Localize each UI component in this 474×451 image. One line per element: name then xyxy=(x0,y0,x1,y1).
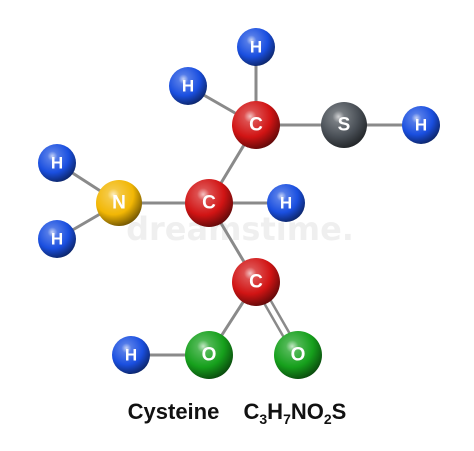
carbon-sphere xyxy=(232,258,280,306)
oxygen-sphere xyxy=(185,331,233,379)
hydrogen-sphere xyxy=(38,144,76,182)
atom-label: H xyxy=(51,230,63,249)
atom-label: H xyxy=(415,116,427,135)
formula-element: C xyxy=(243,399,260,424)
atom-h-top: H xyxy=(237,28,275,66)
formula-subscript: 3 xyxy=(259,411,268,427)
atom-label: C xyxy=(249,272,263,293)
atom-h-n-bottom: H xyxy=(38,220,76,258)
atom-label: S xyxy=(338,115,351,136)
atom-h-left-top: H xyxy=(169,67,207,105)
formula-element: H xyxy=(267,399,284,424)
sulfur-sphere xyxy=(321,102,367,148)
molecule-name: Cysteine xyxy=(127,399,220,424)
carbon-sphere xyxy=(232,101,280,149)
atom-s: S xyxy=(321,102,367,148)
atom-label: H xyxy=(125,346,137,365)
atom-h-center: H xyxy=(267,184,305,222)
hydrogen-sphere xyxy=(237,28,275,66)
atom-label: H xyxy=(280,194,292,213)
formula-element: O xyxy=(306,399,324,424)
nitrogen-sphere xyxy=(96,180,142,226)
oxygen-sphere xyxy=(274,331,322,379)
atom-c-bottom: C xyxy=(232,258,280,306)
atom-c-top: C xyxy=(232,101,280,149)
hydrogen-sphere xyxy=(112,336,150,374)
atom-label: O xyxy=(202,345,217,366)
atom-label: H xyxy=(51,154,63,173)
atom-label: H xyxy=(182,77,194,96)
atom-o-oh: O xyxy=(185,331,233,379)
formula-subscript: 7 xyxy=(283,411,291,427)
hydrogen-sphere xyxy=(402,106,440,144)
atom-label: N xyxy=(112,193,126,214)
atom-label: H xyxy=(250,38,262,57)
molecule-caption: Cysteine C3H7NO2S xyxy=(0,399,474,427)
hydrogen-sphere xyxy=(267,184,305,222)
atom-n: N xyxy=(96,180,142,226)
atoms: H H C S H H N H C H C H O O xyxy=(38,28,440,379)
formula-subscript: 2 xyxy=(323,411,332,427)
atom-label: C xyxy=(202,193,216,214)
atom-label: C xyxy=(249,115,263,136)
molecular-formula: C3H7NO2S xyxy=(243,399,347,427)
atom-h-oh: H xyxy=(112,336,150,374)
atom-h-sulfur: H xyxy=(402,106,440,144)
atom-c-center: C xyxy=(185,179,233,227)
formula-element: S xyxy=(331,399,347,424)
atom-label: O xyxy=(291,345,306,366)
hydrogen-sphere xyxy=(38,220,76,258)
formula-element: N xyxy=(290,399,307,424)
atom-o-double: O xyxy=(274,331,322,379)
carbon-sphere xyxy=(185,179,233,227)
atom-h-n-top: H xyxy=(38,144,76,182)
hydrogen-sphere xyxy=(169,67,207,105)
watermark: dreamstime. xyxy=(126,210,354,248)
